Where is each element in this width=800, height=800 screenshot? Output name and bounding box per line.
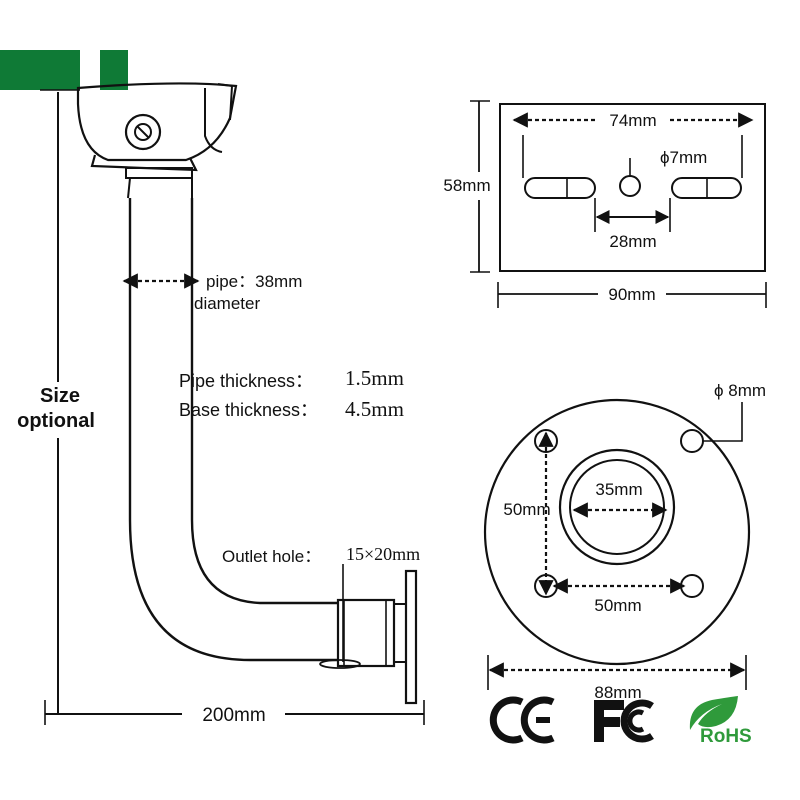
mount-screw-outer — [124, 113, 162, 151]
plate-outer-width-label: 90mm — [608, 285, 655, 304]
base-outer-diameter-label: 88mm — [594, 683, 641, 702]
mount-screw-inner — [134, 123, 152, 141]
plate-height-label: 58mm — [443, 176, 490, 195]
pipe-outline — [128, 198, 338, 662]
mount-hole-bl — [534, 574, 558, 598]
round-base-drawing: 50mm 50mm 35mm ϕ 8mm 88mm — [483, 381, 766, 702]
mount-head — [76, 82, 238, 162]
rohs-logo: RoHS — [689, 696, 752, 747]
rohs-logo-text: RoHS — [700, 726, 752, 747]
slot-right — [671, 177, 742, 199]
pipe-diameter-sublabel: diameter — [194, 294, 260, 313]
base-hole-diameter-label: ϕ 8mm — [714, 381, 766, 400]
certification-logos: CE FC RoHS — [0, 0, 752, 747]
fc-logo-text: FC — [0, 0, 2, 1]
rohs-leaf-icon — [689, 696, 738, 730]
base-plate — [404, 569, 418, 705]
base-thickness-value: 4.5mm — [345, 397, 404, 421]
center-hole — [619, 175, 641, 197]
length-label: 200mm — [202, 705, 265, 726]
ce-logo: CE — [0, 0, 555, 744]
plate-inner-width-label: 74mm — [609, 111, 656, 130]
base-center-hole-label: 35mm — [595, 480, 642, 499]
mount-hole-tr — [680, 429, 704, 453]
round-base-outer — [483, 398, 751, 666]
round-base-center-inner — [569, 459, 665, 555]
optional-label: optional — [17, 410, 95, 432]
ce-logo-text: CE — [0, 0, 2, 1]
plate-slot-gap-label: 28mm — [609, 232, 656, 251]
outlet-hole-value: 15×20mm — [346, 544, 420, 564]
round-base-center-outer — [558, 448, 676, 566]
outlet-hole-label: Outlet hole： — [222, 547, 321, 566]
slot-left — [524, 177, 596, 199]
top-plate — [499, 103, 766, 272]
mount-hole-br — [680, 574, 704, 598]
top-plate-drawing: 74mm ϕ7mm 28mm 58mm 90mm — [443, 100, 767, 308]
bracket-drawing: pipe：38mm diameter Size optional Pipe th… — [17, 82, 425, 726]
pipe-thickness-value: 1.5mm — [345, 366, 404, 390]
green-bar-left — [0, 50, 80, 90]
fc-logo: FC — [0, 0, 654, 743]
base-thickness-label: Base thickness： — [179, 400, 318, 420]
base-horizontal-spacing-label: 50mm — [594, 596, 641, 615]
green-bar-right — [100, 50, 128, 90]
size-label: Size — [40, 385, 80, 407]
pipe-diameter-label: pipe：38mm — [206, 272, 302, 291]
pipe-thickness-label: Pipe thickness： — [179, 371, 313, 391]
base-vertical-spacing-label: 50mm — [503, 500, 550, 519]
plate-hole-label: ϕ7mm — [660, 148, 707, 167]
